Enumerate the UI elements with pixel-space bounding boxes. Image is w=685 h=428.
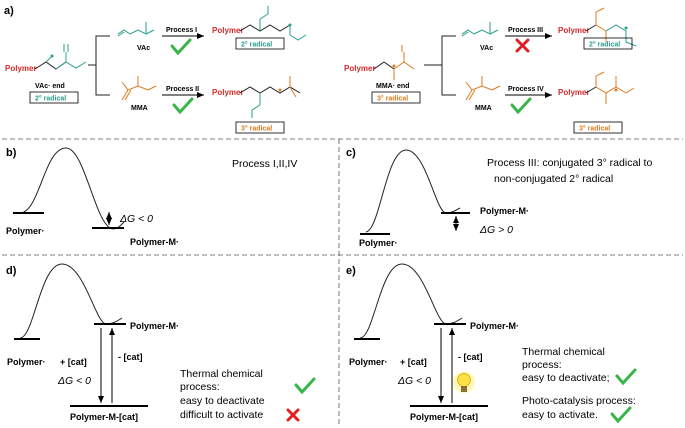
left-state-e: Polymer·: [349, 357, 388, 367]
cross-icon: [286, 408, 300, 422]
product-2-structure: Polymer: [212, 76, 301, 118]
energy-curve-d: [19, 263, 123, 339]
thermal-e-2: process:: [522, 359, 562, 371]
panel-c-label: c): [346, 147, 356, 159]
mma-end-label: MMA· end: [376, 83, 409, 90]
radical-box-2-left: [29, 91, 79, 104]
panel-b-title: Process I,II,IV: [232, 158, 297, 170]
vac-monomer-right: [461, 22, 499, 37]
energy-curve-e: [359, 263, 463, 339]
check-icon: [172, 97, 194, 115]
branch-bracket-left: [95, 35, 110, 96]
radical-2-left-label: 2° radical: [35, 95, 66, 103]
panel-c-title-1: Process III: conjugated 3° radical to: [487, 157, 652, 169]
dg-b: ΔG < 0: [119, 213, 153, 225]
check-icon: [170, 38, 192, 56]
vac-label-2: VAc: [480, 45, 493, 52]
radical-3-p2-label: 3° radical: [241, 125, 272, 133]
cross-icon: [515, 38, 530, 53]
polymer-label-p2: Polymer: [212, 88, 244, 97]
vac-end-structure: Polymer: [5, 44, 87, 73]
bottom-state-e: Polymer-M-[cat]: [410, 412, 478, 422]
thermal-e-3: easy to deactivate;: [522, 372, 610, 384]
panel-d-label: d): [6, 265, 17, 277]
mma-end-structure: Polymer: [344, 45, 415, 80]
polymer-label-mma: Polymer: [344, 64, 376, 73]
left-state-c: Polymer·: [359, 238, 398, 248]
panel-c-title-2: non-conjugated 2° radical: [494, 173, 613, 185]
note-d-3: easy to deactivate: [180, 395, 265, 407]
energy-curve-b: [19, 147, 125, 230]
polymer-label-p1: Polymer: [212, 26, 244, 35]
panel-b-label: b): [6, 147, 17, 159]
polymer-label-p3: Polymer: [558, 26, 590, 35]
vac-label-1: VAc: [137, 45, 150, 52]
dg-c: ΔG > 0: [479, 224, 513, 236]
dg-e: ΔG < 0: [397, 375, 431, 387]
thermal-e-1: Thermal chemical: [522, 346, 605, 358]
top-state-e: Polymer-M·: [470, 321, 519, 331]
right-state-c: Polymer-M·: [480, 206, 529, 216]
vac-monomer-top: [117, 22, 155, 37]
radical-2-p3-label: 2° radical: [589, 41, 620, 49]
check-icon: [610, 406, 632, 424]
cat-plus-d: + [cat]: [60, 357, 87, 367]
process-4-label: Process IV: [508, 86, 544, 93]
check-icon: [615, 368, 637, 386]
cat-plus-e: + [cat]: [400, 357, 427, 367]
radical-box-3-left: [371, 91, 421, 104]
note-d-1: Thermal chemical: [180, 368, 263, 380]
process-1-label: Process I: [166, 27, 197, 34]
polymer-label-p4: Polymer: [558, 88, 590, 97]
radical-3-left-label: 3° radical: [377, 95, 408, 103]
left-state-b: Polymer·: [6, 226, 45, 236]
photo-e-1: Photo-catalysis process:: [522, 395, 636, 407]
check-icon: [510, 97, 532, 115]
radical-box-3-p2: [235, 121, 285, 134]
right-state-b: Polymer-M·: [130, 237, 179, 247]
left-state-d: Polymer·: [7, 357, 46, 367]
mma-monomer-bottom: [121, 76, 157, 101]
radical-box-3-p4: [573, 121, 623, 134]
radical-2-p1-label: 2° radical: [241, 41, 272, 49]
branch-bracket-right: [441, 35, 456, 96]
process-3-label: Process III: [508, 27, 543, 34]
note-d-2: process:: [180, 381, 220, 393]
panel-a-label: a): [4, 5, 14, 17]
energy-curve-c: [365, 149, 461, 233]
product-4-structure: Polymer: [558, 71, 635, 104]
product-1-structure: Polymer: [212, 6, 307, 41]
mma-monomer-right: [465, 76, 501, 101]
process-2-label: Process II: [166, 86, 199, 93]
radical-3-p4-label: 3° radical: [579, 125, 610, 133]
cat-minus-e: - [cat]: [458, 352, 483, 362]
mma-label-2: MMA: [475, 105, 492, 112]
bottom-state-d: Polymer-M-[cat]: [70, 412, 138, 422]
panel-e-label: e): [346, 265, 356, 277]
note-d-4: difficult to activate: [180, 409, 263, 421]
check-icon: [294, 377, 316, 395]
vac-end-label: VAc· end: [35, 83, 65, 90]
light-bulb-icon: [453, 371, 475, 393]
radical-box-2-p1: [235, 37, 285, 50]
radical-box-2-p3: [583, 37, 633, 50]
top-state-d: Polymer-M·: [130, 321, 179, 331]
mma-label-1: MMA: [131, 105, 148, 112]
dg-d: ΔG < 0: [57, 375, 91, 387]
polymer-label-vac: Polymer: [5, 64, 37, 73]
photo-e-2: easy to activate.: [522, 409, 598, 421]
product-3-structure: Polymer: [558, 7, 637, 47]
cat-minus-d: - [cat]: [118, 352, 143, 362]
